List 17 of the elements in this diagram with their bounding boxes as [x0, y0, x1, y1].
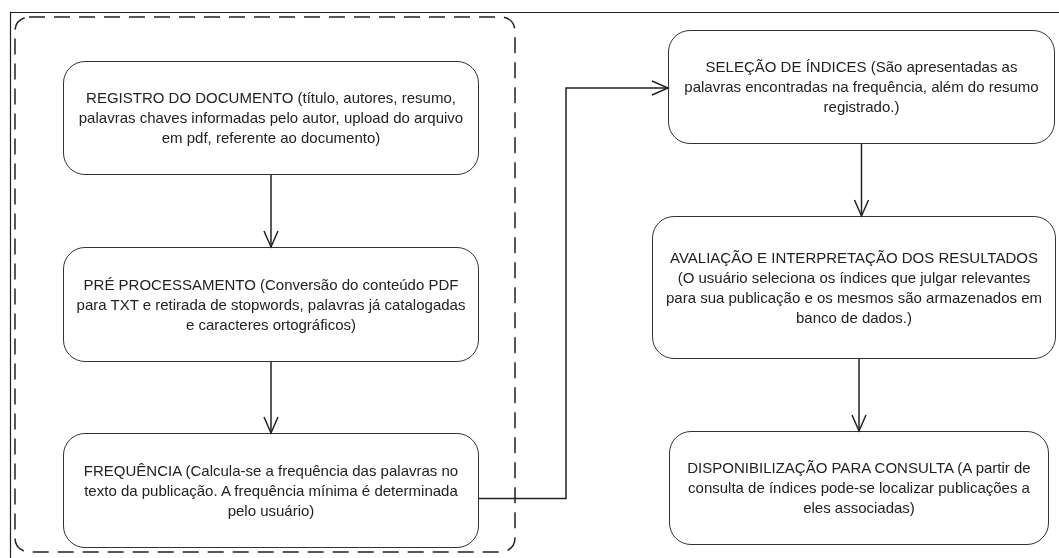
step-text: DISPONIBILIZAÇÃO PARA CONSULTA (A partir de consulta de índices pode-se localizar publicações a eles associadas) — [686, 458, 1032, 518]
arrow — [478, 80, 669, 500]
step-text: PRÉ PROCESSAMENTO (Conversão do conteúdo PDF para TXT e retirada de stopwords, palavras já catalogadas e caracteres ortográficos) — [75, 274, 467, 335]
process-box — [652, 216, 1056, 359]
process-box — [63, 61, 479, 175]
step-text: REGISTRO DO DOCUMENTO (título, autores, resumo, palavras chaves informadas pelo autor, upload do arquivo em pdf, referente ao documento) — [77, 88, 465, 148]
step-text: SELEÇÃO DE ÍNDICES (São apresentadas as palavras encontradas na frequência, além do resumo registrado.) — [683, 57, 1040, 117]
process-box — [669, 431, 1049, 545]
arrow — [851, 358, 867, 432]
process-box — [63, 247, 479, 362]
process-box — [63, 433, 479, 548]
arrow — [263, 361, 279, 434]
process-box — [668, 30, 1055, 144]
arrow — [853, 143, 870, 217]
step-text: FREQUÊNCIA (Calcula-se a frequência das palavras no texto da publicação. A frequência mínima é determinada pelo usuário) — [82, 460, 460, 521]
step-text: AVALIAÇÃO E INTERPRETAÇÃO DOS RESULTADOS (O usuário seleciona os índices que julgar relevantes para sua publicação e os mesmos são armazenados em banco de dados.) — [664, 247, 1043, 328]
arrow — [263, 174, 279, 248]
